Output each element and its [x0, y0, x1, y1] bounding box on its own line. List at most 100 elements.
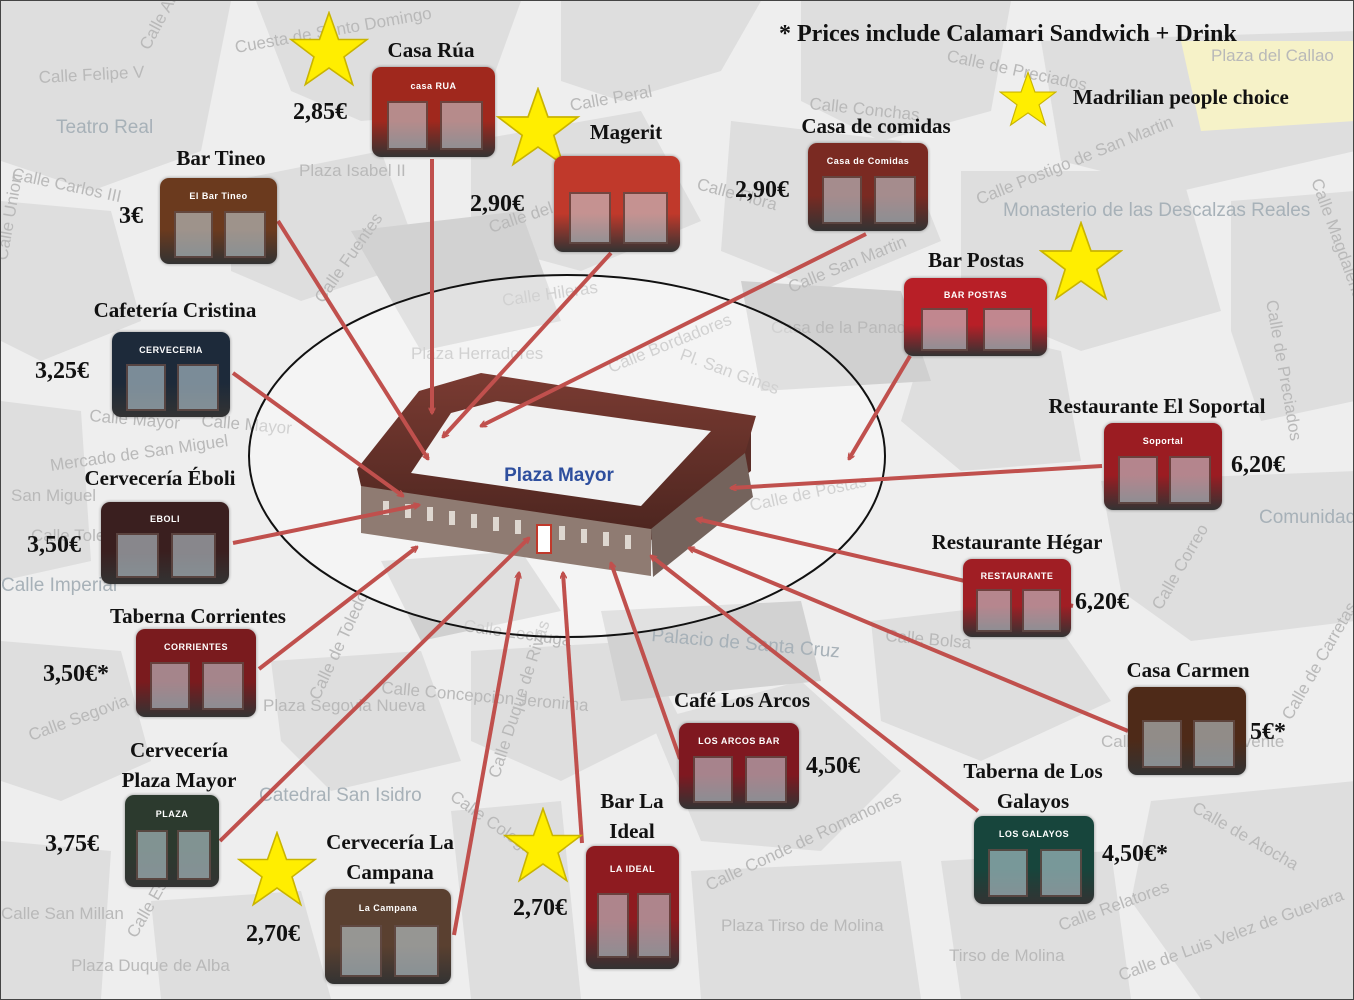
- street-label: Plaza Tirso de Molina: [721, 916, 884, 935]
- bar-photo: LOS ARCOS BAR: [679, 723, 799, 809]
- storefront-sign: BAR POSTAS CERVECERIA: [943, 289, 1008, 300]
- price-label: 2,90€: [470, 191, 524, 217]
- bar-photo: BAR POSTAS CERVECERIA: [904, 278, 1047, 356]
- arrow-to-plaza: [452, 573, 519, 936]
- legend-label: Madrilian people choice: [1073, 85, 1289, 109]
- street-label: Calle San Millan: [1, 904, 124, 923]
- street-label: Calle Toledo: [31, 526, 124, 545]
- storefront-sign: LA IDEAL: [609, 864, 656, 875]
- bar-name: Cervecería Plaza Mayor: [121, 738, 237, 792]
- storefront-sign: PLAZA: [155, 808, 189, 819]
- price-label: 6,20€: [1231, 452, 1285, 478]
- street-label: Plaza Herradores: [411, 344, 543, 363]
- bar-photo: CERVECERIA CRISTINA: [112, 332, 230, 417]
- street-label: Plaza del Callao: [1211, 46, 1334, 65]
- price-label: 3€: [119, 203, 143, 229]
- arrow-to-plaza: [276, 219, 430, 459]
- street-label: San Miguel: [11, 486, 96, 505]
- street-label: Calle Imperial: [1, 575, 117, 596]
- block-area: [741, 281, 931, 391]
- bar-name: Bar La Ideal: [600, 789, 664, 843]
- price-note: * Prices include Calamari Sandwich + Dri…: [779, 21, 1237, 47]
- bar-name: Cervecería Éboli: [84, 466, 236, 490]
- star-icon: [503, 807, 583, 883]
- bar-name: Bar Postas: [928, 248, 1024, 272]
- bar-photo: LOS GALAYOS: [974, 816, 1094, 904]
- star-icon: [289, 11, 369, 87]
- price-label: 3,75€: [45, 831, 99, 857]
- price-label: 2,70€: [246, 921, 300, 947]
- price-label: 3,50€*: [43, 661, 109, 687]
- bar-photo: EBOLI: [101, 502, 229, 584]
- storefront-sign: El Bar Tineo: [189, 191, 248, 202]
- price-label: 3,25€: [35, 358, 89, 384]
- storefront-sign: Soportal: [1142, 436, 1184, 447]
- street-label: Plaza Isabel II: [299, 161, 406, 180]
- street-label: Plaza Segovia Nueva: [263, 696, 426, 715]
- bar-photo: [554, 156, 680, 252]
- bar-photo: La Campana: [325, 889, 451, 984]
- bar-name: Cervecería La Campana: [326, 830, 454, 884]
- street-label: Tirso de Molina: [949, 946, 1065, 965]
- storefront-sign: LOS GALAYOS: [998, 829, 1070, 840]
- bar-photo: CORRIENTES: [136, 629, 256, 717]
- arrow-to-plaza: [689, 546, 1129, 733]
- bar-name: Casa Rúa: [387, 38, 475, 62]
- bar-photo: [1128, 687, 1246, 775]
- storefront-sign: Casa de Comidas: [826, 156, 910, 167]
- price-label: 3,50€: [27, 532, 81, 558]
- highlight-area: [1181, 41, 1353, 131]
- street-label: Comunidad de Madrid: [1259, 507, 1353, 528]
- storefront-sign: EBOLI: [149, 514, 180, 525]
- star-icon: [237, 831, 317, 907]
- street-label: Monasterio de las Descalzas Reales: [1003, 200, 1310, 221]
- arrow-to-plaza: [218, 538, 529, 843]
- bar-name: Taberna de Los Galayos: [963, 759, 1103, 813]
- arrow-to-plaza: [611, 563, 682, 760]
- bar-photo: LA IDEAL: [586, 846, 679, 969]
- star-icon: [495, 87, 581, 167]
- storefront-sign: CORRIENTES: [163, 642, 228, 653]
- street-label: Casa de la Panaderia: [771, 318, 935, 337]
- price-label: 2,70€: [513, 895, 567, 921]
- arrow-to-plaza: [257, 547, 417, 671]
- bar-photo: El Bar Tineo: [160, 178, 277, 264]
- bar-name: Restaurante El Soportal: [1048, 394, 1266, 418]
- bar-name: Casa de comidas: [801, 114, 951, 138]
- arrow-to-plaza: [731, 464, 1103, 488]
- block-area: [601, 601, 821, 701]
- bar-name: Café Los Arcos: [673, 688, 811, 712]
- arrow-to-plaza: [847, 354, 912, 459]
- arrow-to-plaza: [481, 232, 867, 428]
- storefront-sign: CERVECERIA CRISTINA: [139, 344, 203, 355]
- street-label: Plaza Duque de Alba: [71, 956, 230, 975]
- bar-photo: RESTAURANTE: [963, 559, 1071, 637]
- price-label: 2,90€: [735, 177, 789, 203]
- bar-name: Magerit: [589, 120, 663, 144]
- storefront-sign: La Campana: [358, 903, 418, 914]
- price-label: 2,85€: [293, 99, 347, 125]
- arrow-to-plaza: [651, 556, 980, 813]
- street-label: Catedral San Isidro: [259, 785, 422, 806]
- plaza-mayor-label: Plaza Mayor: [504, 465, 614, 486]
- street-label: Teatro Real: [56, 117, 153, 138]
- bar-photo: casa RUA: [372, 67, 495, 157]
- price-label: 5€*: [1250, 719, 1286, 745]
- plaza-area: [351, 211, 561, 351]
- bar-name: Bar Tineo: [176, 146, 266, 170]
- bar-photo: PLAZA: [125, 795, 219, 887]
- star-icon: [1039, 221, 1123, 301]
- star-icon: [999, 71, 1057, 127]
- storefront-sign: RESTAURANTE: [980, 570, 1054, 581]
- arrow-to-plaza: [443, 251, 613, 437]
- bar-name: Restaurante Hégar: [931, 530, 1103, 554]
- storefront-sign: LOS ARCOS BAR: [698, 736, 780, 747]
- bar-name: Taberna Corrientes: [110, 604, 286, 628]
- bar-photo: Soportal: [1104, 423, 1222, 510]
- price-label: 4,50€*: [1102, 841, 1168, 867]
- bar-name: Cafetería Cristina: [93, 298, 257, 322]
- bar-name: Casa Carmen: [1126, 658, 1250, 682]
- price-label: 6,20€: [1075, 589, 1129, 615]
- price-label: 4,50€: [806, 753, 860, 779]
